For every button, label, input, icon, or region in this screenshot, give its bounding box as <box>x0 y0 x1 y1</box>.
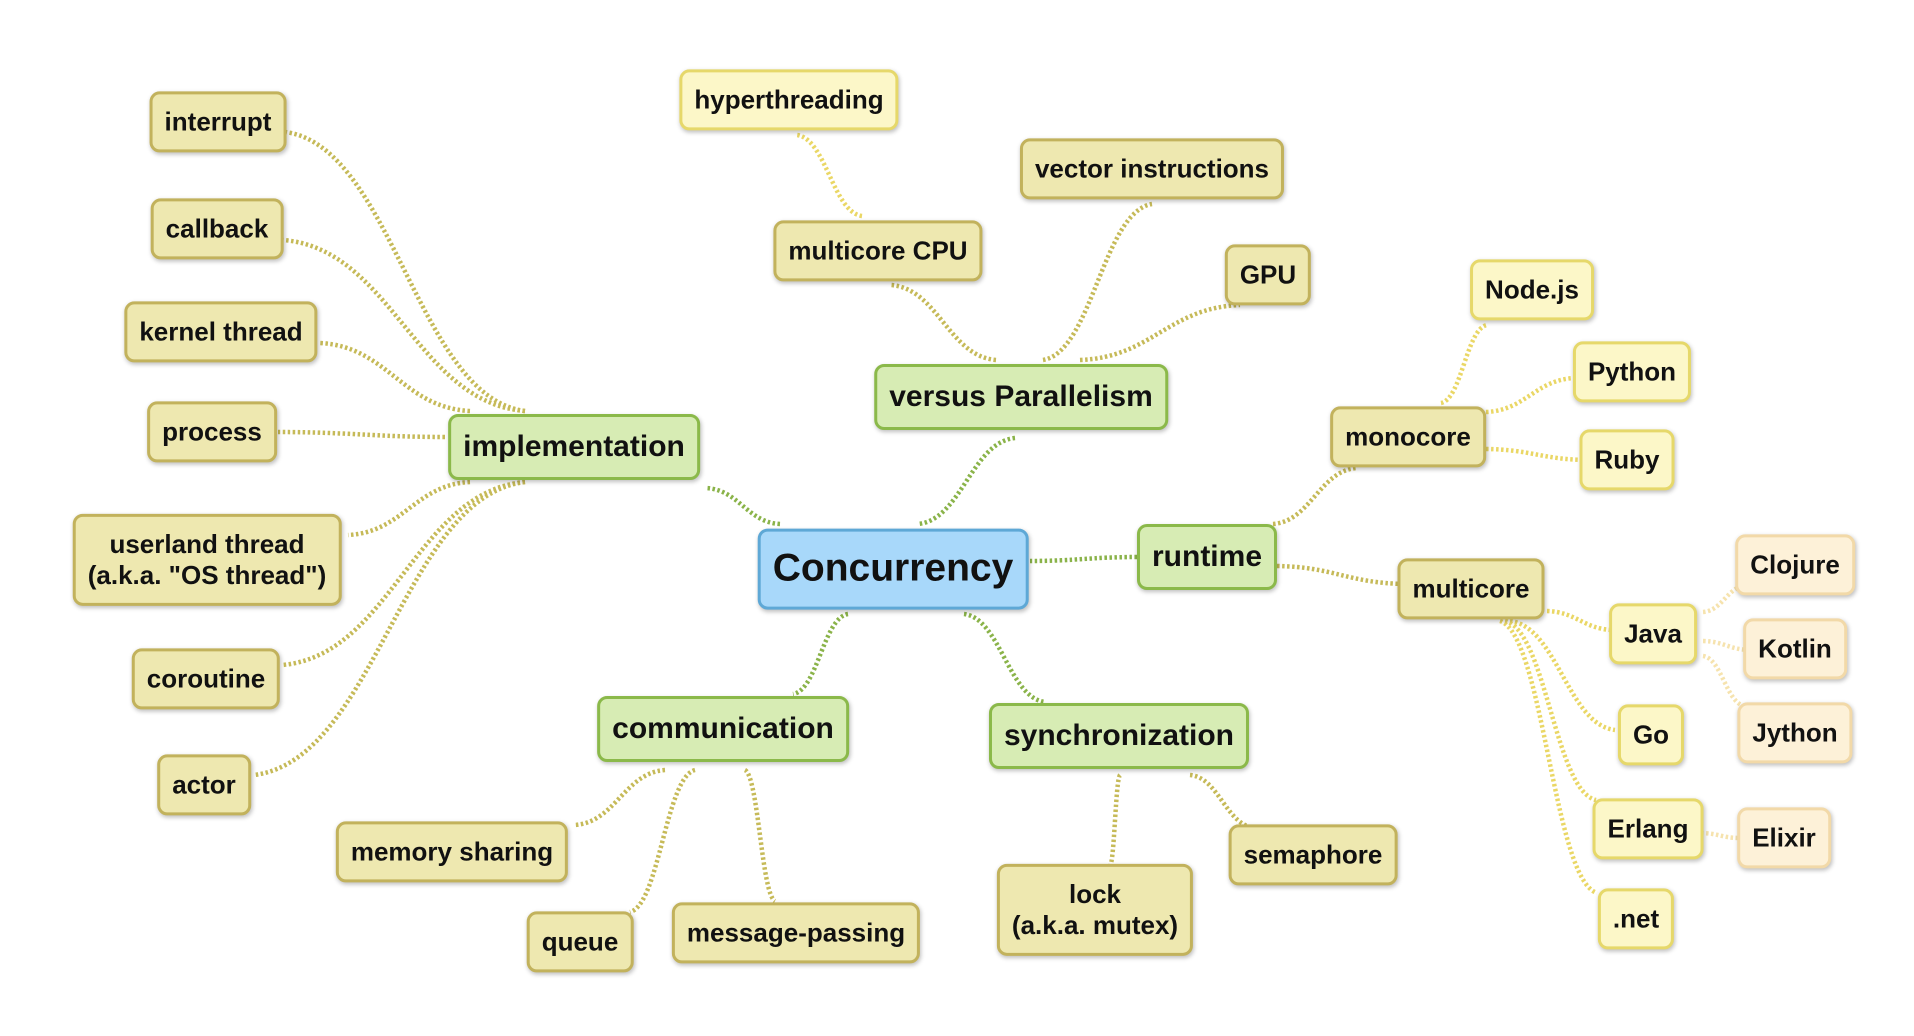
node-vector-instructions[interactable]: vector instructions <box>1019 138 1285 200</box>
node-callback[interactable]: callback <box>150 198 284 260</box>
node-synchronization[interactable]: synchronization <box>988 703 1250 769</box>
link-versus-parallelism-to-gpu <box>1079 302 1241 363</box>
node-kernel-thread[interactable]: kernel thread <box>124 301 318 363</box>
node-erlang[interactable]: Erlang <box>1592 798 1704 860</box>
link-concurrency-to-runtime <box>1029 554 1138 564</box>
node-elixir[interactable]: Elixir <box>1737 807 1831 869</box>
link-synchronization-to-lock <box>1107 773 1123 868</box>
node-java[interactable]: Java <box>1609 603 1697 665</box>
node-concurrency[interactable]: Concurrency <box>757 528 1029 610</box>
link-implementation-to-actor <box>253 479 526 778</box>
node-ruby[interactable]: Ruby <box>1579 429 1675 491</box>
link-multicore-to-dotnet <box>1498 618 1599 896</box>
link-monocore-to-nodejs <box>1440 322 1488 406</box>
node-multicore-cpu[interactable]: multicore CPU <box>773 220 983 282</box>
link-implementation-to-process <box>277 429 446 440</box>
link-implementation-to-callback <box>282 237 526 414</box>
link-multicore-to-erlang <box>1504 618 1597 803</box>
link-java-to-clojure <box>1702 582 1748 615</box>
node-gpu[interactable]: GPU <box>1224 244 1312 306</box>
link-implementation-to-interrupt <box>284 129 526 414</box>
node-coroutine[interactable]: coroutine <box>131 648 281 710</box>
node-runtime[interactable]: runtime <box>1136 524 1278 590</box>
node-message-passing[interactable]: message-passing <box>671 902 921 964</box>
node-dotnet[interactable]: .net <box>1597 888 1675 950</box>
node-implementation[interactable]: implementation <box>448 414 700 480</box>
link-synchronization-to-semaphore <box>1189 772 1256 831</box>
node-clojure[interactable]: Clojure <box>1735 534 1855 596</box>
link-concurrency-to-implementation <box>705 485 781 527</box>
link-multicore-to-java <box>1546 608 1614 633</box>
link-implementation-to-userland-thread <box>347 479 471 538</box>
node-communication[interactable]: communication <box>597 696 849 762</box>
link-versus-parallelism-to-multicore-cpu <box>890 282 997 363</box>
node-interrupt[interactable]: interrupt <box>149 91 287 153</box>
node-nodejs[interactable]: Node.js <box>1470 259 1594 321</box>
link-multicore-to-go <box>1509 618 1616 733</box>
link-concurrency-to-versus-parallelism <box>917 435 1016 527</box>
link-communication-to-queue <box>628 767 697 915</box>
node-hyperthreading[interactable]: hyperthreading <box>679 69 899 131</box>
link-versus-parallelism-to-vector-instructions <box>1042 201 1153 363</box>
link-java-to-jython <box>1702 653 1746 709</box>
link-communication-to-message-passing <box>743 767 777 904</box>
link-runtime-to-multicore <box>1276 563 1406 587</box>
link-erlang-to-elixir <box>1700 830 1740 841</box>
node-semaphore[interactable]: semaphore <box>1228 824 1398 886</box>
node-jython[interactable]: Jython <box>1737 702 1853 764</box>
node-process[interactable]: process <box>147 401 277 463</box>
node-monocore[interactable]: monocore <box>1330 406 1486 468</box>
node-multicore[interactable]: multicore <box>1397 558 1545 620</box>
node-versus-parallelism[interactable]: versus Parallelism <box>874 364 1168 430</box>
link-communication-to-memory-sharing <box>574 767 666 828</box>
link-concurrency-to-communication <box>792 611 849 697</box>
node-lock[interactable]: lock (a.k.a. mutex) <box>996 863 1194 957</box>
link-concurrency-to-synchronization <box>963 611 1046 705</box>
node-kotlin[interactable]: Kotlin <box>1743 618 1847 680</box>
node-actor[interactable]: actor <box>157 754 251 816</box>
link-runtime-to-monocore <box>1272 465 1358 527</box>
link-multicore-cpu-to-hyperthreading <box>796 132 863 219</box>
node-python[interactable]: Python <box>1572 341 1692 403</box>
node-userland-thread[interactable]: userland thread (a.k.a. "OS thread") <box>72 513 342 607</box>
link-monocore-to-ruby <box>1485 446 1588 463</box>
link-monocore-to-python <box>1485 375 1576 415</box>
node-go[interactable]: Go <box>1617 704 1685 766</box>
node-memory-sharing[interactable]: memory sharing <box>335 821 569 883</box>
link-implementation-to-coroutine <box>281 479 526 668</box>
node-queue[interactable]: queue <box>526 911 634 973</box>
